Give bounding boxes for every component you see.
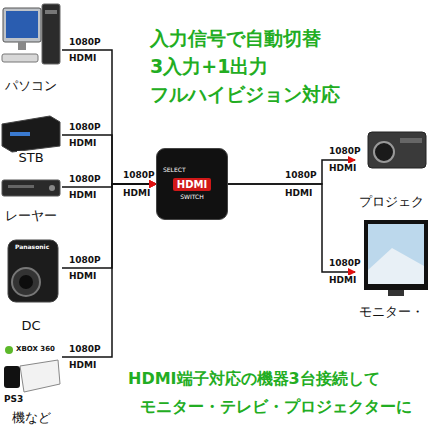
- stb-display: [10, 132, 30, 136]
- game-illustration: [4, 346, 60, 392]
- device-label: パソコン: [4, 79, 58, 94]
- device-label: 機など: [11, 411, 52, 426]
- signal-label: HDMI: [68, 138, 97, 148]
- signal-label: HDMI: [68, 360, 97, 370]
- projector-lens: [374, 142, 394, 162]
- signal-label: 1080P: [284, 170, 318, 180]
- hdmi-cable: [62, 135, 156, 184]
- player-device: レーヤー: [0, 172, 62, 224]
- resolution-label: 1080P: [68, 255, 102, 265]
- player-body: [2, 180, 60, 196]
- player-button: [49, 185, 55, 191]
- signal-label: HDMI: [68, 271, 97, 281]
- pc-stand: [18, 42, 26, 50]
- signal-label: 1080P: [122, 170, 156, 180]
- camcorder-body: [8, 240, 58, 302]
- stb-device: STB: [0, 108, 62, 166]
- signal-label: HDMI: [122, 188, 151, 198]
- resolution-label: 1080P: [68, 37, 102, 47]
- pc-keyboard: [2, 54, 38, 62]
- resolution-label: 1080P: [328, 258, 362, 268]
- switch-label: SWITCH: [180, 194, 204, 201]
- device-label: DC: [20, 319, 41, 334]
- brand-logo: Panasonic: [14, 244, 50, 251]
- controller: [4, 366, 20, 388]
- pc-device: パソコン: [0, 2, 62, 94]
- hdmi-cable: [62, 50, 156, 184]
- projector-body: [368, 132, 426, 168]
- monitor-stand: [388, 290, 404, 296]
- pc-tower: [42, 4, 60, 64]
- feature-text: モニター・テレビ・プロジェクターに: [140, 398, 412, 416]
- pc-monitor: [3, 8, 41, 42]
- resolution-label: 1080P: [68, 344, 102, 354]
- device-label: モニター・: [358, 305, 425, 320]
- console-body: [20, 360, 60, 392]
- monitor-device: モニター・: [355, 214, 428, 320]
- monitor-illustration: [364, 220, 428, 296]
- hdmi-cable: [62, 184, 156, 357]
- feature-text: HDMI端子対応の機器3台接続して: [128, 370, 380, 388]
- feature-text: 入力信号で自動切替: [150, 28, 321, 50]
- camcorder-illustration: [8, 240, 58, 302]
- pc-drive: [45, 10, 57, 14]
- device-label: レーヤー: [4, 209, 58, 224]
- camcorder-lens: [12, 268, 40, 296]
- signal-label: HDMI: [284, 188, 313, 198]
- camcorder-glass: [19, 275, 33, 289]
- signal-label: HDMI: [68, 190, 97, 200]
- logo-text: HDMI: [173, 178, 211, 192]
- stb-illustration: [2, 116, 60, 152]
- feature-text: 3入力+1出力: [150, 56, 268, 78]
- projector-device: プロジェク: [355, 122, 428, 210]
- projector-top: [400, 138, 422, 143]
- select-label: SELECT: [163, 167, 186, 174]
- device-label: STB: [17, 151, 44, 166]
- signal-label: HDMI: [328, 275, 357, 285]
- device-label: プロジェク: [358, 195, 425, 210]
- player-illustration: [2, 180, 60, 196]
- pc-illustration: [2, 4, 60, 64]
- console-logo: XBOX 360: [15, 345, 56, 353]
- monitor-frame: [364, 220, 428, 290]
- pc-screen: [6, 11, 38, 38]
- hdmi-switch: SELECT HDMI SWITCH: [156, 148, 228, 220]
- resolution-label: 1080P: [68, 174, 102, 184]
- projector-illustration: [368, 132, 426, 168]
- monitor-picture: [368, 248, 424, 284]
- signal-label: HDMI: [68, 53, 97, 63]
- resolution-label: 1080P: [68, 122, 102, 132]
- monitor-screen: [368, 224, 424, 284]
- console-logo: PS3: [3, 394, 24, 404]
- stb-box: [2, 116, 60, 152]
- player-tray: [8, 185, 34, 188]
- signal-label: HDMI: [328, 163, 357, 173]
- resolution-label: 1080P: [328, 146, 362, 156]
- xbox-logo: [5, 346, 13, 354]
- hdmi-cable: [62, 184, 156, 268]
- feature-text: フルハイビジョン対応: [150, 84, 340, 106]
